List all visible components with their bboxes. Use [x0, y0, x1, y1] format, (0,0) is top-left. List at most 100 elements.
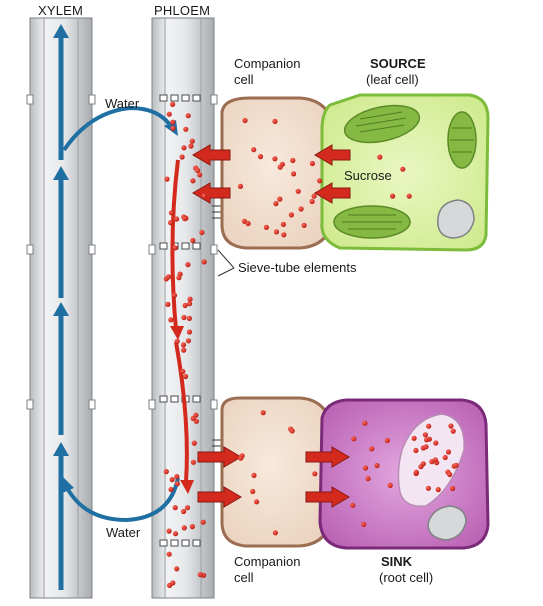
chloroplast-right — [447, 111, 477, 169]
sucrose-dot — [251, 472, 257, 478]
sucrose-dot — [272, 156, 278, 162]
sucrose-dot — [242, 117, 248, 124]
sucrose-dot — [272, 530, 278, 536]
sucrose-dot — [201, 193, 207, 199]
sucrose-dot — [193, 412, 199, 418]
sucrose-dot — [180, 342, 187, 348]
water-label-bottom: Water — [106, 525, 141, 540]
sucrose-dot — [166, 111, 172, 117]
sucrose-dot — [170, 101, 176, 107]
sucrose-dot — [317, 178, 323, 184]
nucleus-sink — [427, 505, 467, 541]
sucrose-dot — [263, 224, 269, 230]
sucrose-dot — [289, 428, 295, 434]
sucrose-dot — [273, 201, 279, 207]
sucrose-dot — [426, 423, 432, 429]
sucrose-dot — [197, 172, 203, 178]
sink-sub-label: (root cell) — [379, 570, 434, 585]
sucrose-dot — [281, 232, 287, 238]
sucrose-dot — [447, 471, 453, 478]
companion-bottom-label-1: Companion — [234, 554, 301, 569]
source-leaf-cell — [320, 93, 490, 252]
sucrose-dot — [290, 157, 296, 164]
sucrose-dot — [170, 125, 176, 131]
sucrose-dot — [435, 487, 441, 493]
water-arrow-bottom-head — [60, 476, 74, 494]
sucrose-dot — [181, 314, 187, 321]
sucrose-dot — [295, 188, 301, 194]
sucrose-dot — [166, 551, 172, 557]
sucrose-dot — [187, 301, 193, 307]
sucrose-dot — [411, 435, 417, 441]
sucrose-dot — [182, 216, 188, 222]
sucrose-dot — [172, 245, 178, 251]
sucrose-dot — [384, 437, 390, 444]
sucrose-dot — [174, 481, 180, 487]
xylem-label: XYLEM — [38, 3, 84, 18]
sucrose-dot — [374, 462, 380, 469]
sucrose-dot — [168, 486, 174, 493]
vacuole-source — [437, 199, 475, 239]
sucrose-dot — [425, 485, 431, 491]
companion-bottom-label-2: cell — [234, 570, 254, 585]
companion-top-label-2: cell — [234, 72, 254, 87]
source-sub-label: (leaf cell) — [366, 72, 419, 87]
sucrose-dot — [254, 499, 260, 505]
companion-cell-top — [220, 96, 336, 250]
sucrose-dot — [277, 196, 283, 202]
sucrose-dot — [387, 482, 393, 488]
sucrose-dot — [197, 572, 203, 578]
sucrose-dot — [167, 582, 173, 589]
sucrose-dot — [237, 183, 244, 189]
sucrose-dot — [280, 221, 286, 227]
sucrose-dot — [183, 126, 189, 132]
sucrose-dot — [189, 138, 195, 144]
sucrose-dot — [442, 454, 448, 461]
sucrose-dot — [179, 154, 185, 160]
sucrose-dot — [301, 222, 307, 228]
sucrose-dot — [199, 229, 205, 236]
sucrose-dot — [168, 210, 174, 216]
sucrose-dot — [420, 461, 426, 467]
sucrose-dot — [190, 178, 196, 184]
sucrose-dot — [361, 521, 367, 528]
sucrose-dot — [176, 275, 182, 281]
sucrose-dot — [365, 476, 371, 482]
sucrose-dot — [185, 338, 191, 344]
sucrose-dot — [172, 292, 178, 298]
sucrose-dot — [195, 167, 201, 173]
sucrose-dot — [453, 462, 459, 468]
sink-label: SINK — [381, 554, 413, 569]
water-label-top: Water — [105, 96, 140, 111]
companion-top-label-1: Companion — [234, 56, 301, 71]
sucrose-dot — [200, 519, 206, 525]
sucrose-dot — [422, 432, 428, 438]
sucrose-dot — [424, 437, 430, 443]
sucrose-dot — [174, 338, 180, 344]
sucrose-dot — [250, 488, 256, 495]
sucrose-dot — [186, 315, 192, 321]
sucrose-dot — [181, 508, 187, 515]
water-arrow-top — [62, 105, 174, 152]
sucrose-dot — [201, 259, 207, 265]
sucrose-dot — [183, 373, 189, 380]
sucrose-dot — [166, 528, 172, 534]
sucrose-dot — [433, 440, 439, 446]
sucrose-dot — [163, 469, 169, 475]
phloem-flow-arrows — [170, 159, 194, 494]
sucrose-dot — [260, 410, 266, 416]
sucrose-dot — [432, 457, 438, 463]
sucrose-dot — [406, 193, 412, 199]
sucrose-dot — [273, 229, 280, 235]
sucrose-dot — [166, 274, 172, 280]
sucrose-label: Sucrose — [344, 168, 392, 183]
sucrose-dot — [172, 505, 178, 511]
sucrose-dot — [450, 485, 456, 492]
sucrose-dot — [445, 449, 452, 455]
sucrose-dot — [377, 154, 383, 160]
sucrose-dot — [189, 524, 195, 530]
sucrose-dot — [168, 317, 174, 323]
sucrose-dot — [251, 147, 257, 153]
sucrose-dot — [362, 420, 368, 426]
